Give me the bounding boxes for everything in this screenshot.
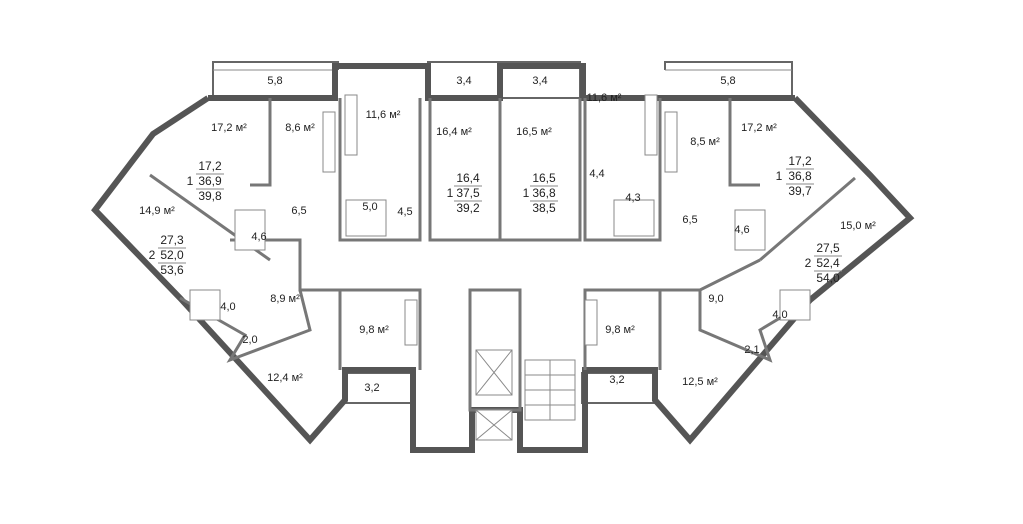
room-label: 9,8 м² (605, 324, 635, 336)
svg-text:27,5: 27,5 (816, 241, 840, 255)
room-label: 12,4 м² (267, 372, 303, 384)
svg-text:17,2: 17,2 (788, 154, 812, 168)
apartment-summary: 1 16,5 36,8 38,5 (523, 171, 556, 215)
room-label: 16,4 м² (436, 126, 472, 138)
room-label: 17,2 м² (741, 122, 777, 134)
svg-text:39,2: 39,2 (456, 201, 480, 215)
room-label: 14,9 м² (139, 205, 175, 217)
room-label: 11,6 м² (587, 92, 622, 104)
room-label: 5,8 (267, 75, 282, 87)
room-label: 3,4 (456, 75, 471, 87)
room-label: 8,6 м² (285, 122, 315, 134)
svg-text:16,4: 16,4 (456, 171, 480, 185)
apartment-summary: 1 16,4 37,5 39,2 (447, 171, 480, 215)
room-label: 12,5 м² (682, 376, 718, 388)
apartment-summary: 1 17,2 36,8 39,7 (776, 154, 812, 198)
room-label: 5,0 (362, 201, 377, 213)
room-label: 4,6 (734, 224, 749, 236)
room-label: 2,0 (242, 334, 257, 346)
core (475, 349, 576, 441)
room-label: 15,0 м² (840, 220, 876, 232)
room-label: 11,6 м² (366, 109, 401, 121)
svg-text:1: 1 (187, 174, 194, 188)
room-label: 9,8 м² (359, 324, 389, 336)
svg-text:39,8: 39,8 (198, 189, 222, 203)
room-label: 3,2 (609, 374, 624, 386)
fraction-lines (158, 168, 842, 272)
room-label: 6,5 (291, 205, 306, 217)
interior-walls (149, 98, 856, 412)
svg-text:36,8: 36,8 (788, 169, 812, 183)
svg-text:17,2: 17,2 (198, 159, 222, 173)
room-label: 4,0 (220, 301, 235, 313)
fixtures (189, 94, 811, 346)
room-labels: 5,8 3,4 3,4 5,8 17,2 м² 8,6 м² 11,6 м² 1… (139, 75, 876, 394)
svg-text:52,0: 52,0 (160, 248, 184, 262)
apartment-summary: 2 27,3 52,0 53,6 (149, 233, 184, 277)
room-label: 4,4 (589, 168, 604, 180)
svg-text:1: 1 (776, 169, 783, 183)
svg-text:1: 1 (523, 186, 530, 200)
svg-text:1: 1 (447, 186, 454, 200)
room-label: 17,2 м² (211, 122, 247, 134)
svg-text:36,8: 36,8 (532, 186, 556, 200)
room-label: 8,9 м² (270, 293, 300, 305)
room-label: 4,3 (625, 192, 640, 204)
room-label: 4,6 (251, 231, 266, 243)
svg-text:2: 2 (805, 256, 812, 270)
svg-text:39,7: 39,7 (788, 184, 812, 198)
svg-text:54,0: 54,0 (816, 271, 840, 285)
room-label: 6,5 (682, 214, 697, 226)
svg-text:53,6: 53,6 (160, 263, 184, 277)
apartment-summaries: 1 17,2 36,9 39,8 1 16,4 37,5 39,2 1 16,5… (149, 154, 840, 285)
room-label: 9,0 (708, 293, 723, 305)
svg-text:52,4: 52,4 (816, 256, 840, 270)
room-label: 3,4 (532, 75, 547, 87)
room-label: 5,8 (720, 75, 735, 87)
room-label: 4,5 (397, 206, 412, 218)
svg-text:16,5: 16,5 (532, 171, 556, 185)
room-label: 3,2 (364, 382, 379, 394)
apartment-summary: 2 27,5 52,4 54,0 (805, 241, 840, 285)
room-label: 4,0 (772, 309, 787, 321)
svg-text:38,5: 38,5 (532, 201, 556, 215)
apartment-summary: 1 17,2 36,9 39,8 (187, 159, 222, 203)
room-label: 8,5 м² (690, 136, 720, 148)
svg-text:27,3: 27,3 (160, 233, 184, 247)
svg-text:37,5: 37,5 (456, 186, 480, 200)
svg-text:36,9: 36,9 (198, 174, 222, 188)
svg-text:2: 2 (149, 248, 156, 262)
room-label: 2,1 (744, 344, 759, 356)
room-label: 16,5 м² (516, 126, 552, 138)
